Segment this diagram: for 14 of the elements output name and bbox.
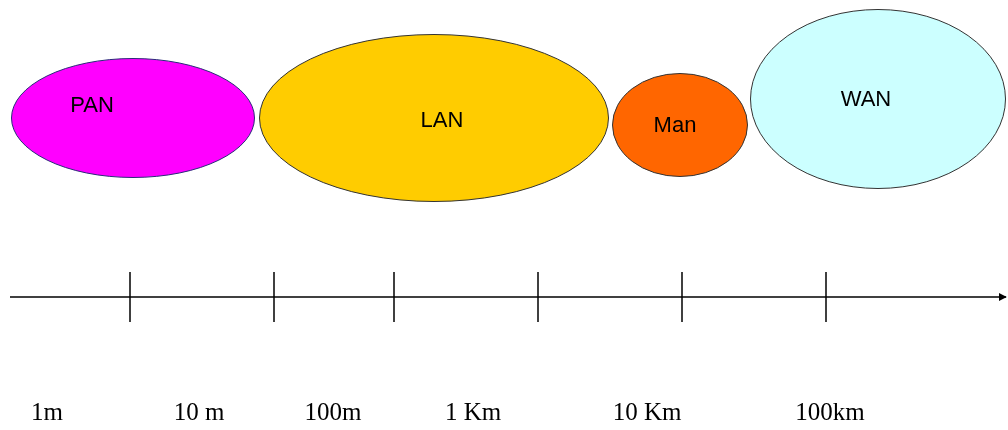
network-label: WAN — [840, 86, 892, 112]
scale-label: 10 m — [173, 398, 225, 426]
scale-label: 1m — [31, 398, 63, 426]
scale-label: 100km — [795, 398, 865, 426]
network-label: PAN — [70, 92, 114, 118]
network-ellipse — [750, 9, 1006, 189]
scale-label: 1 Km — [444, 398, 502, 426]
scale-label: 10 Km — [612, 398, 682, 426]
network-ellipse — [259, 34, 609, 202]
network-label: LAN — [420, 107, 464, 133]
network-ellipse — [11, 58, 255, 178]
network-label: Man — [653, 112, 697, 138]
scale-label: 100m — [304, 398, 362, 426]
network-ellipse — [612, 73, 748, 177]
